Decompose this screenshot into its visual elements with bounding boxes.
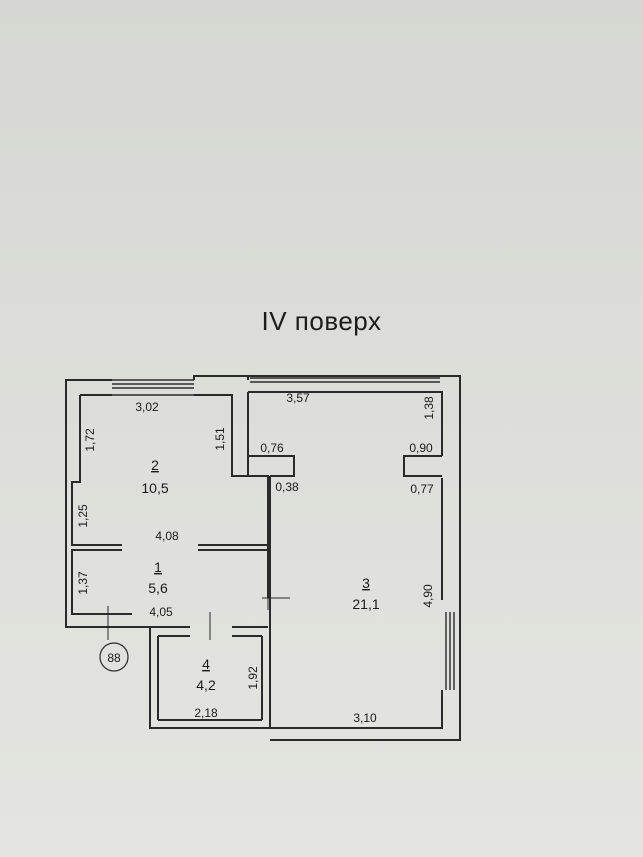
window-room3-right [445,612,455,690]
apartment-number: 88 [107,651,121,665]
room-4-area: 4,2 [196,677,216,693]
outer-wall-left [193,375,249,380]
room-3-area: 21,1 [352,596,379,612]
dim-192: 1,92 [246,666,260,690]
dim-138: 1,38 [422,396,436,420]
dim-218: 2,18 [194,706,218,720]
room-2-area: 10,5 [141,480,168,496]
dim-038: 0,38 [275,480,299,494]
window-room2 [112,379,194,396]
inner-wall-room2-top2 [194,394,269,598]
dim-151: 1,51 [213,427,227,451]
dim-077: 0,77 [410,482,434,496]
room-3-number: 3 [362,575,370,591]
room-1-area: 5,6 [148,580,168,596]
room-4-number: 4 [202,656,210,672]
dim-490: 4,90 [421,584,435,608]
window-room3-top [250,377,440,383]
dim-090: 0,90 [409,441,433,455]
room-1-number: 1 [154,559,162,575]
dim-125: 1,25 [76,504,90,528]
dim-357: 3,57 [286,391,310,405]
dim-310: 3,10 [353,711,377,725]
dim-137: 1,37 [76,571,90,595]
dim-172: 1,72 [83,428,97,452]
floor-title: IV поверх [261,306,382,336]
outer-wall-right-block [248,375,461,741]
dim-076: 0,76 [260,441,284,455]
dim-408: 4,08 [155,529,179,543]
dim-302: 3,02 [135,400,159,414]
room-2-number: 2 [151,457,159,473]
dim-405: 4,05 [149,605,173,619]
apartment-number-badge [99,642,129,672]
